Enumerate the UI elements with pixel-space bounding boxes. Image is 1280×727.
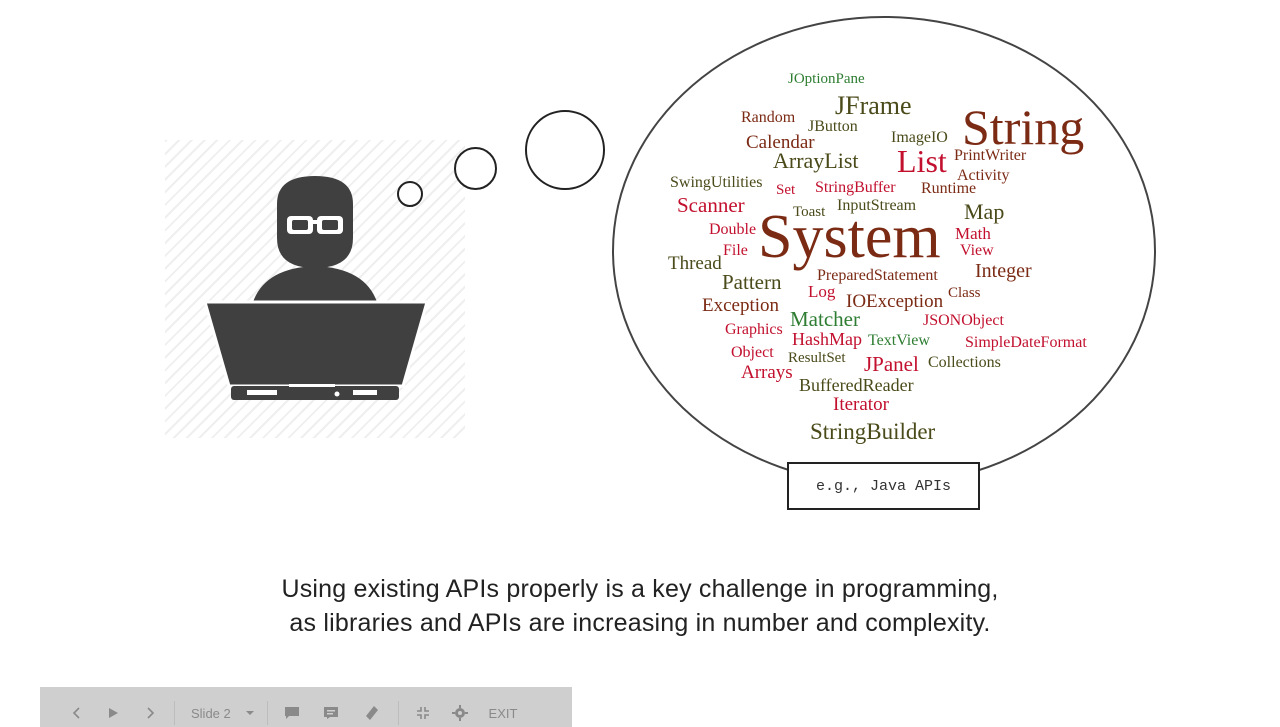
word-cloud-term: ResultSet xyxy=(788,351,846,366)
caption-box: e.g., Java APIs xyxy=(787,462,980,510)
word-cloud-term: Exception xyxy=(702,296,779,315)
collapse-icon xyxy=(416,706,430,720)
toolbar-divider xyxy=(267,701,268,725)
slide-body-text: Using existing APIs properly is a key ch… xyxy=(0,572,1280,640)
caption-text: e.g., Java APIs xyxy=(816,478,951,495)
word-cloud-term: JOptionPane xyxy=(788,72,865,87)
pointer-icon xyxy=(365,705,379,721)
word-cloud-term: TextView xyxy=(868,333,930,349)
word-cloud-term: String xyxy=(962,102,1084,152)
word-cloud-term: Integer xyxy=(975,261,1032,281)
word-cloud-term: Double xyxy=(709,222,756,238)
word-cloud-term: JSONObject xyxy=(923,313,1004,329)
slide-selector[interactable]: Slide 2 xyxy=(181,699,261,727)
dropdown-caret-icon xyxy=(245,710,255,716)
chevron-left-icon xyxy=(72,707,82,719)
gear-icon xyxy=(452,705,468,721)
word-cloud-term: System xyxy=(758,206,941,268)
word-cloud-term: List xyxy=(897,145,947,177)
word-cloud-term: File xyxy=(723,243,748,259)
word-cloud-term: JFrame xyxy=(835,93,912,119)
word-cloud-term: Map xyxy=(964,201,1004,223)
word-cloud-term: Class xyxy=(948,286,981,301)
word-cloud-term: SimpleDateFormat xyxy=(965,335,1087,351)
word-cloud-term: JPanel xyxy=(864,354,919,375)
word-cloud-term: Pattern xyxy=(722,272,781,293)
exit-button-label: EXIT xyxy=(489,706,518,721)
word-cloud-term: Iterator xyxy=(833,395,889,414)
word-cloud-term: BufferedReader xyxy=(799,376,914,394)
word-cloud-term: Random xyxy=(741,110,795,126)
chevron-right-icon xyxy=(145,707,155,719)
slide-selector-label: Slide 2 xyxy=(191,706,231,721)
word-cloud-term: Arrays xyxy=(741,363,793,382)
word-cloud-term: ArrayList xyxy=(773,150,859,172)
previous-slide-button[interactable] xyxy=(60,699,94,727)
word-cloud-term: PrintWriter xyxy=(954,148,1026,164)
word-cloud-term: Graphics xyxy=(725,322,783,338)
next-slide-button[interactable] xyxy=(132,699,168,727)
body-line-2: as libraries and APIs are increasing in … xyxy=(0,606,1280,640)
word-cloud-term: StringBuffer xyxy=(815,180,896,196)
word-cloud-term: HashMap xyxy=(792,330,862,348)
word-cloud-term: Math xyxy=(955,225,991,242)
word-cloud-term: Runtime xyxy=(921,181,976,197)
speaker-notes-button[interactable] xyxy=(310,699,352,727)
word-cloud-term: Collections xyxy=(928,355,1001,371)
word-cloud-term: SwingUtilities xyxy=(670,175,762,191)
word-cloud-term: Log xyxy=(808,283,835,300)
word-cloud-term: Thread xyxy=(668,254,722,273)
exit-button[interactable]: EXIT xyxy=(479,699,527,727)
word-cloud-term: Scanner xyxy=(677,195,745,216)
notes-icon xyxy=(323,706,339,720)
play-icon xyxy=(107,707,119,719)
qa-button[interactable] xyxy=(274,699,310,727)
laser-pointer-button[interactable] xyxy=(352,699,392,727)
word-cloud-term: Set xyxy=(776,183,795,198)
word-cloud-term: PreparedStatement xyxy=(817,268,938,284)
word-cloud-term: StringBuilder xyxy=(810,420,935,443)
word-cloud-term: View xyxy=(960,243,994,259)
word-cloud-term: Matcher xyxy=(790,309,860,330)
toolbar-divider xyxy=(174,701,175,725)
toolbar-divider xyxy=(398,701,399,725)
presentation-toolbar: Slide 2 EXIT xyxy=(40,687,572,727)
settings-button[interactable] xyxy=(441,699,479,727)
word-cloud-term: JButton xyxy=(808,119,858,135)
body-line-1: Using existing APIs properly is a key ch… xyxy=(0,572,1280,606)
exit-fullscreen-button[interactable] xyxy=(405,699,441,727)
chat-icon xyxy=(284,706,300,720)
word-cloud-term: IOException xyxy=(846,292,943,311)
word-cloud-term: Object xyxy=(731,345,774,361)
play-button[interactable] xyxy=(94,699,132,727)
